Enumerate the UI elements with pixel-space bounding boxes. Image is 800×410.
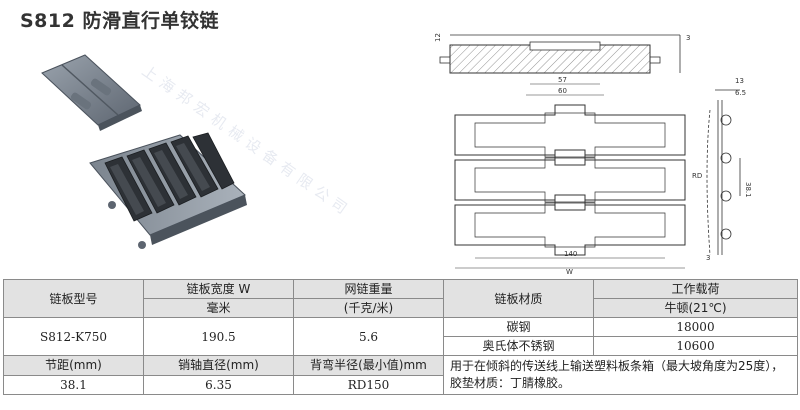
material-stainless: 奥氏体不锈钢 <box>443 336 594 356</box>
dim-57: 57 <box>558 76 567 84</box>
radius-header: 背弯半径(最小值)mm <box>293 355 444 376</box>
table-row: 链板型号 链板宽度 W 网链重量 链板材质 工作载荷 <box>3 279 798 318</box>
plan-view <box>454 104 686 256</box>
weight-value: 5.6 <box>293 317 444 356</box>
load-unit: 牛顿(21℃) <box>593 298 798 318</box>
material-header: 链板材质 <box>443 279 594 318</box>
dim-13: 13 <box>735 77 744 85</box>
pitch-header: 节距(mm) <box>3 355 144 376</box>
dim-60: 60 <box>558 87 567 95</box>
width-unit: 毫米 <box>143 298 294 318</box>
radius-value: RD150 <box>293 374 444 395</box>
pin-header: 销轴直径(mm) <box>143 355 294 376</box>
chain-with-pads-image <box>89 132 247 249</box>
page-title: S812 防滑直行单铰链 <box>20 10 219 32</box>
table-row: S812-K750 190.5 5.6 碳钢 18000 <box>3 317 798 356</box>
dim-38-1: 38.1 <box>744 182 752 198</box>
weight-header: 网链重量 <box>293 279 444 299</box>
single-link-image <box>41 54 142 131</box>
dim-6-5: 6.5 <box>735 89 746 97</box>
table-row: 奥氏体不锈钢 10600 <box>4 336 798 356</box>
section-view <box>439 34 681 74</box>
table-row: 38.1 6.35 RD150 <box>3 374 798 395</box>
weight-unit: (千克/米) <box>293 298 444 318</box>
load-carbon-steel: 18000 <box>593 317 798 337</box>
load-stainless: 10600 <box>593 336 798 356</box>
width-header: 链板宽度 W <box>143 279 294 299</box>
dim-3-top: 3 <box>686 34 690 42</box>
width-value: 190.5 <box>143 317 294 356</box>
product-photo <box>41 54 247 249</box>
dim-140: 140 <box>564 250 577 258</box>
dim-3-side: 3 <box>706 254 710 262</box>
model-header: 链板型号 <box>3 279 144 318</box>
pitch-value: 38.1 <box>3 374 144 395</box>
table-row: 毫米 (千克/米) 牛顿(21℃) <box>4 298 798 318</box>
usage-note: 用于在倾斜的传送线上输送塑料板条箱（最大坡角度为25度），胶垫材质：丁腈橡胶。 <box>443 355 798 395</box>
load-header: 工作载荷 <box>593 279 798 299</box>
spec-table: 链板型号 链板宽度 W 网链重量 链板材质 工作载荷 毫米 (千克/米) 牛顿(… <box>3 279 798 395</box>
pin-value: 6.35 <box>143 374 294 395</box>
model-value: S812-K750 <box>3 317 144 356</box>
side-view <box>706 89 741 256</box>
dim-w: W <box>566 268 573 275</box>
dim-rd: RD <box>692 172 702 180</box>
technical-drawing: 12 3 57 60 140 W 13 6.5 RD 38.1 3 <box>434 33 752 275</box>
table-row: 节距(mm) 销轴直径(mm) 背弯半径(最小值)mm 用于在倾斜的传送线上输送… <box>3 355 798 395</box>
dim-12: 12 <box>434 33 442 42</box>
material-carbon-steel: 碳钢 <box>443 317 594 337</box>
